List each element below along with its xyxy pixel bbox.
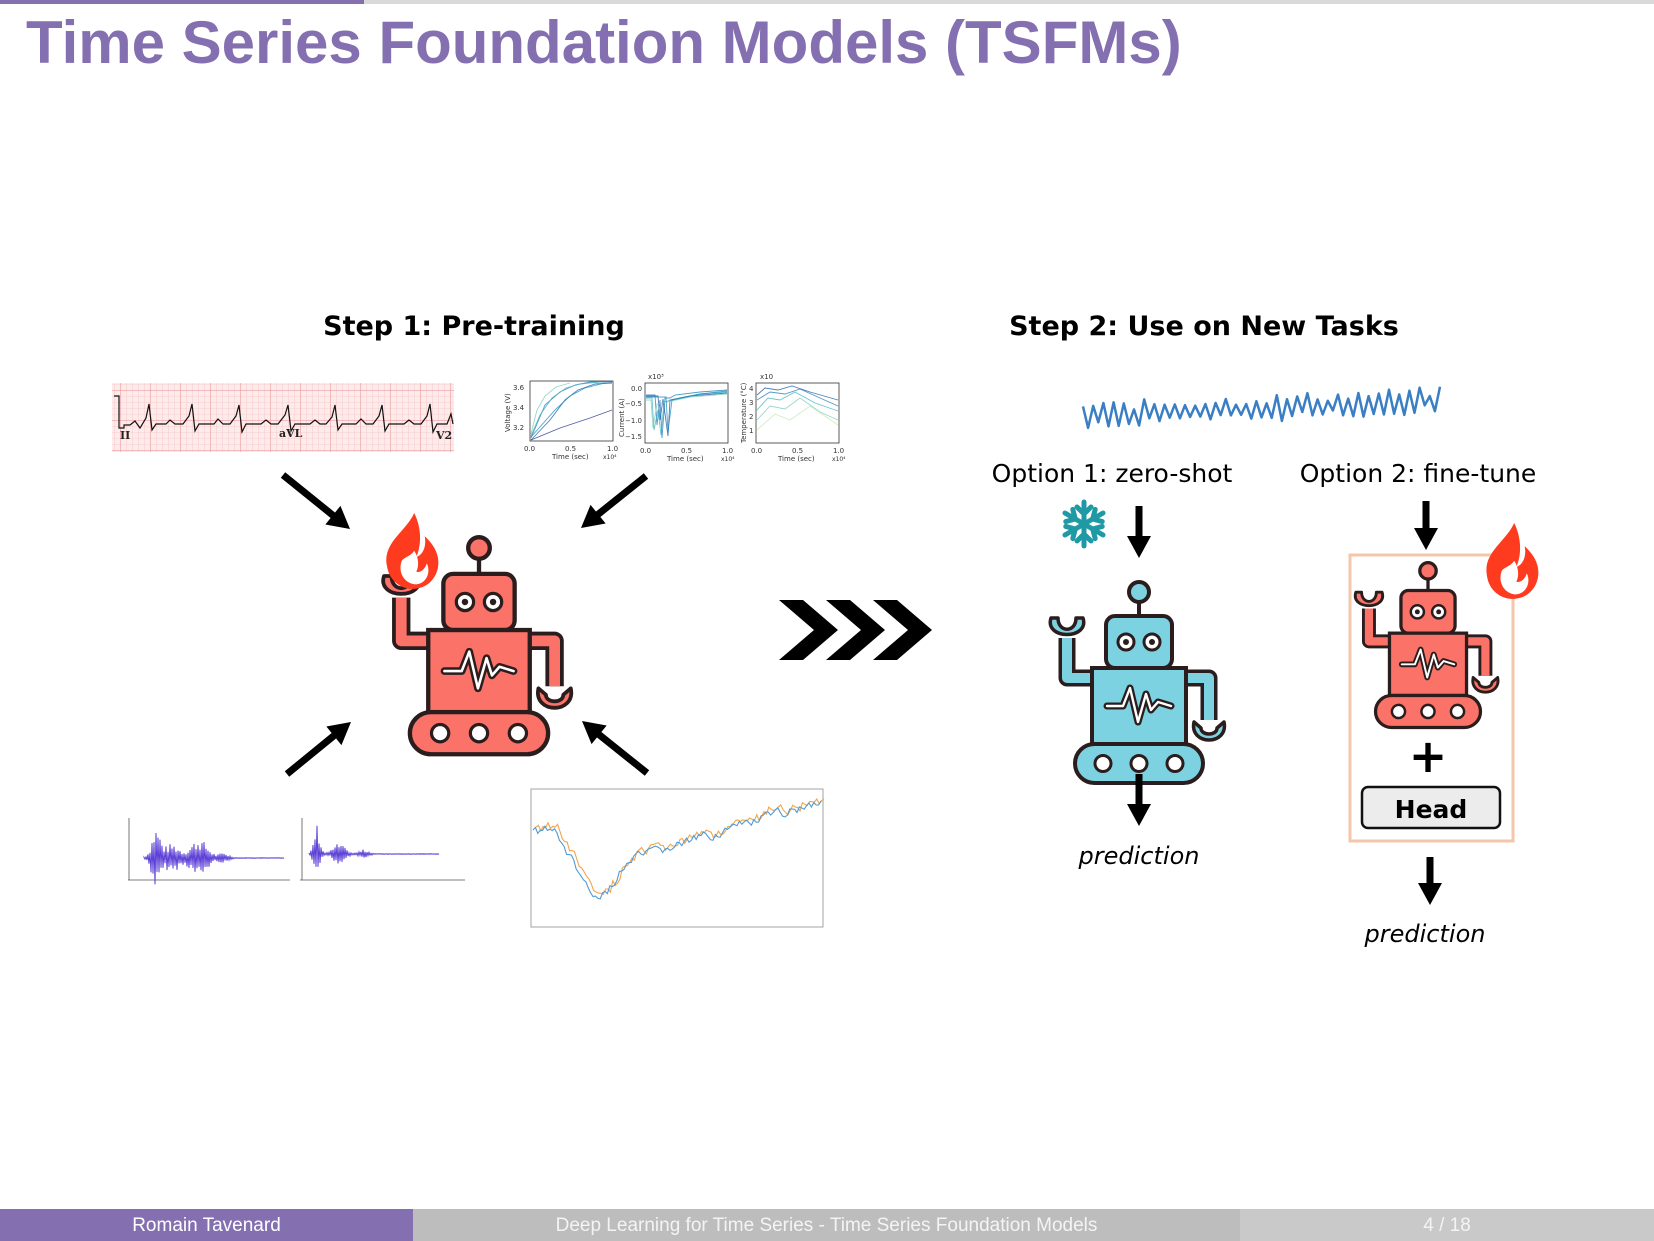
new-task-series — [1081, 386, 1442, 430]
footer-author: Romain Tavenard — [0, 1209, 413, 1241]
step2-title: Step 2: Use on New Tasks — [1009, 311, 1399, 342]
current-xtick-05: 0.5 — [681, 447, 692, 455]
ecg-strip: II aVL V2 — [112, 383, 454, 452]
temperature-tick-1: 1 — [749, 427, 753, 435]
current-xlabel: Time (sec) — [666, 455, 704, 463]
footer: Romain Tavenard Deep Learning for Time S… — [0, 1209, 1654, 1241]
battery-plots: Voltage (V) 3.6 3.4 3.2 0.0 0.5 1.0 Time… — [504, 373, 846, 463]
zeroshot-prediction-label: prediction — [1078, 842, 1200, 870]
current-tick-0: 0.0 — [631, 385, 642, 393]
audio-waveform-1 — [143, 832, 285, 885]
audio-waveforms — [128, 818, 465, 885]
voltage-ylabel: Voltage (V) — [504, 393, 512, 432]
snowflake-icon — [1062, 499, 1106, 549]
arrow-ecg-to-model — [280, 472, 358, 539]
head-label: Head — [1395, 795, 1468, 824]
footer-talk-title: Deep Learning for Time Series - Time Ser… — [413, 1209, 1240, 1241]
arrow-audio-to-model — [284, 712, 359, 777]
current-tick-05: −0.5 — [625, 400, 642, 408]
current-multiplier: x10³ — [648, 373, 664, 381]
temperature-ylabel: Temperature (°C) — [740, 382, 748, 444]
finetune-flame-icon — [1486, 523, 1539, 599]
footer-page-number: 4 / 18 — [1240, 1209, 1654, 1241]
pretraining-flame-icon — [386, 513, 439, 589]
audio-waveform-2 — [308, 825, 440, 867]
temperature-tick-3: 3 — [749, 399, 753, 407]
temperature-plot: x10 Temperature (°C) 4 3 2 1 0.0 0.5 1.0… — [740, 373, 846, 463]
current-xtick-1: 1.0 — [722, 447, 733, 455]
ecg-lead-ii: II — [120, 429, 130, 442]
chevron-arrows-icon — [779, 600, 932, 660]
step1-title: Step 1: Pre-training — [323, 311, 625, 342]
voltage-tick-36: 3.6 — [513, 384, 525, 392]
tsfm-diagram: II aVL V2 Voltage (V) 3.6 3.4 3.2 0.0 0.… — [112, 311, 1539, 948]
zeroshot-robot-icon — [1050, 582, 1224, 783]
finetune-robot-icon — [1355, 563, 1498, 728]
option1-label: Option 1: zero-shot — [992, 459, 1233, 488]
temperature-xtick-0: 0.0 — [751, 447, 762, 455]
temperature-xtick-1: 1.0 — [833, 447, 844, 455]
current-ylabel: Current (A) — [618, 398, 626, 437]
pretraining-arrows — [280, 472, 650, 777]
voltage-xmult: x10⁴ — [603, 454, 617, 461]
zeroshot-arrow-in — [1127, 506, 1151, 558]
finetune-box — [1348, 553, 1515, 843]
current-tick-10: −1.0 — [625, 417, 642, 425]
arrow-stock-to-model — [574, 711, 650, 776]
voltage-plot: Voltage (V) 3.6 3.4 3.2 0.0 0.5 1.0 Time… — [504, 380, 618, 461]
head-box — [1360, 785, 1502, 830]
voltage-xlabel: Time (sec) — [551, 453, 589, 461]
voltage-xtick-05: 0.5 — [565, 445, 576, 453]
stock-chart — [530, 788, 825, 928]
current-plot: x10³ Current (A) 0.0 −0.5 −1.0 −1.5 0.0 … — [618, 373, 735, 463]
temperature-multiplier: x10 — [760, 373, 773, 381]
slide-title: Time Series Foundation Models (TSFMs) — [26, 9, 1182, 76]
voltage-tick-34: 3.4 — [513, 404, 525, 412]
voltage-tick-32: 3.2 — [513, 424, 524, 432]
voltage-xtick-1: 1.0 — [607, 445, 618, 453]
temperature-tick-4: 4 — [749, 385, 754, 393]
finetune-prediction-label: prediction — [1364, 920, 1486, 948]
temperature-xlabel: Time (sec) — [777, 455, 815, 463]
finetune-arrow-in — [1414, 501, 1438, 550]
ecg-lead-v2: V2 — [435, 429, 452, 442]
progress-bar — [0, 0, 364, 4]
finetune-arrow-out — [1418, 857, 1442, 905]
progress-track — [0, 0, 1654, 4]
temperature-xtick-05: 0.5 — [792, 447, 803, 455]
temperature-tick-2: 2 — [749, 413, 753, 421]
plus-sign: + — [1409, 729, 1448, 783]
temperature-xmult: x10⁴ — [832, 456, 846, 463]
current-xmult: x10⁴ — [721, 456, 735, 463]
current-tick-15: −1.5 — [625, 433, 642, 441]
stock-series-blue — [532, 800, 822, 900]
ecg-lead-avl: aVL — [279, 427, 303, 440]
voltage-xtick-0: 0.0 — [524, 445, 535, 453]
zeroshot-arrow-out — [1127, 774, 1151, 826]
arrow-battery-to-model — [573, 473, 649, 538]
current-xtick-0: 0.0 — [640, 447, 651, 455]
option2-label: Option 2: fine-tune — [1300, 459, 1537, 488]
